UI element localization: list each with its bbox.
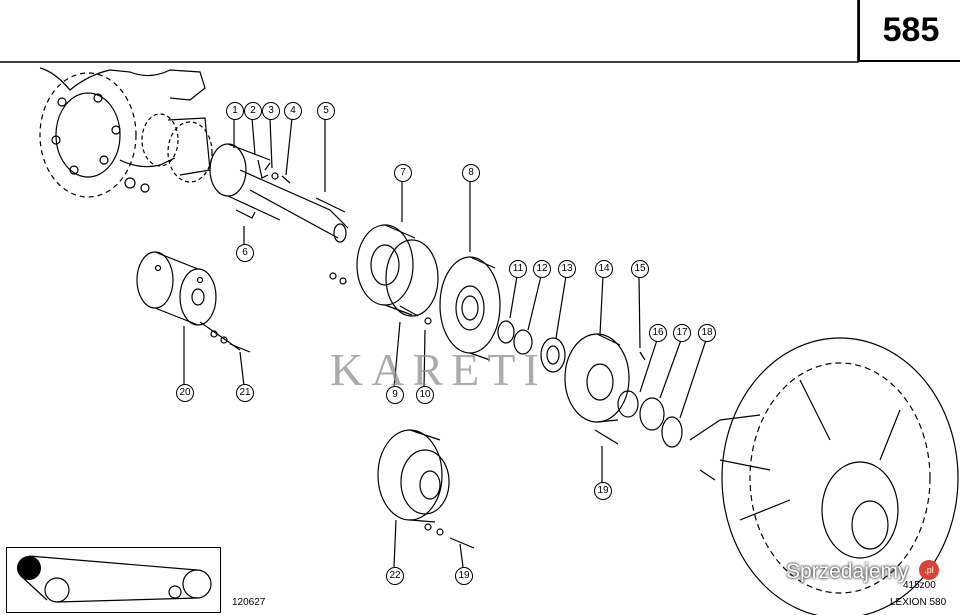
reference-code: 415z00	[903, 580, 936, 591]
callout-9: 9	[386, 386, 404, 404]
callout-10: 10	[416, 386, 434, 404]
callout-14: 14	[595, 260, 613, 278]
callout-11: 11	[509, 260, 527, 278]
model-label: LEXION 580	[890, 597, 947, 608]
callout-19-right: 19	[594, 482, 612, 500]
watermark-text: KARETI	[330, 344, 547, 395]
callout-16: 16	[649, 324, 667, 342]
drawing-code: 120627	[232, 597, 266, 608]
belt-drive-inset	[6, 547, 221, 613]
callout-15: 15	[631, 260, 649, 278]
belt-drive-icon	[17, 555, 212, 603]
seller-badge-dot: .pl	[919, 560, 939, 580]
callout-21: 21	[236, 384, 254, 402]
callout-2: 2	[244, 102, 262, 120]
callout-12: 12	[533, 260, 551, 278]
seller-badge: Sprzedajemy	[786, 560, 909, 583]
callout-19-bottom: 19	[455, 567, 473, 585]
page-number: 585	[858, 0, 960, 62]
callout-18: 18	[698, 324, 716, 342]
callout-4: 4	[284, 102, 302, 120]
callout-1: 1	[226, 102, 244, 120]
callout-13: 13	[558, 260, 576, 278]
callout-7: 7	[394, 164, 412, 182]
callout-3: 3	[262, 102, 280, 120]
callout-20: 20	[176, 384, 194, 402]
callout-5: 5	[317, 102, 335, 120]
callout-22: 22	[386, 567, 404, 585]
callout-17: 17	[673, 324, 691, 342]
callout-8: 8	[462, 164, 480, 182]
callout-6: 6	[236, 244, 254, 262]
